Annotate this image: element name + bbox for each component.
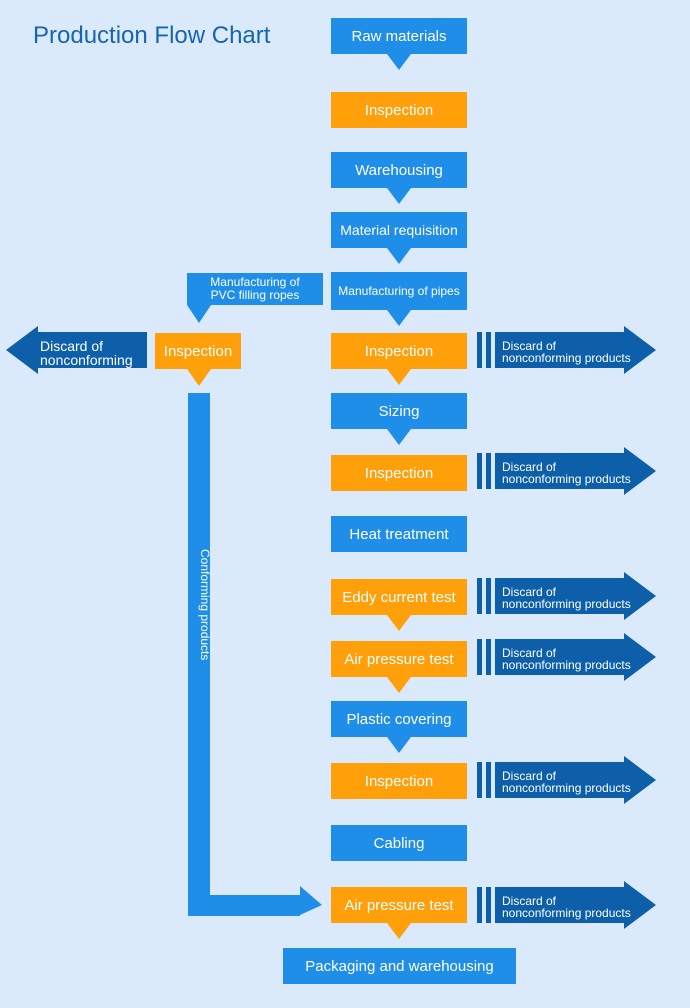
discard-label-line2: nonconforming products — [502, 351, 631, 365]
step-air-pressure-test-1: Air pressure test — [344, 650, 454, 668]
step-box — [331, 18, 467, 70]
step-manufacturing-pipes: Manufacturing of pipes — [338, 284, 460, 298]
discard-label-left: Discard of nonconforming — [40, 339, 133, 367]
step-warehousing: Warehousing — [355, 161, 443, 179]
step-box — [331, 887, 467, 939]
discard-label-line1: Discard of — [502, 339, 557, 353]
discard-label-4: Discard of nonconforming products — [502, 647, 631, 671]
step-heat-treatment: Heat treatment — [349, 525, 449, 543]
step-sizing: Sizing — [378, 402, 420, 420]
discard-arrow — [495, 572, 656, 620]
discard-label-line2: nonconforming products — [502, 597, 631, 611]
step-box — [331, 152, 467, 204]
step-inspection-1: Inspection — [364, 101, 434, 119]
step-box — [331, 579, 467, 631]
step-raw-materials: Raw materials — [351, 27, 447, 45]
step-inspection-4: Inspection — [364, 772, 434, 790]
discard-stripe — [486, 332, 491, 368]
step-inspection-3: Inspection — [364, 464, 434, 482]
step-box — [331, 825, 467, 861]
discard-label-6: Discard of nonconforming products — [502, 895, 631, 919]
discard-label-1: Discard of nonconforming products — [502, 340, 631, 364]
discard-stripe — [486, 762, 491, 798]
discard-label-line1: Discard of — [502, 460, 557, 474]
discard-stripe — [477, 332, 482, 368]
step-box — [331, 92, 467, 128]
step-box — [331, 516, 467, 552]
page-title: Production Flow Chart — [33, 22, 271, 49]
step-eddy-current-test: Eddy current test — [342, 588, 456, 606]
discard-stripe — [486, 887, 491, 923]
step-plastic-covering: Plastic covering — [346, 710, 452, 728]
discard-label-line2: nonconforming products — [502, 658, 631, 672]
side-inspection-box — [155, 333, 241, 386]
step-box-final — [283, 948, 516, 984]
side-manufacturing-box — [187, 273, 323, 323]
discard-stripe — [486, 453, 491, 489]
step-box — [331, 393, 467, 445]
discard-stripe — [477, 578, 482, 614]
step-box — [331, 455, 467, 491]
step-box — [331, 701, 467, 753]
discard-left-line1: Discard of — [40, 338, 104, 354]
discard-stripe — [477, 453, 482, 489]
step-material-requisition: Material requisition — [340, 222, 458, 238]
conforming-path — [188, 393, 322, 916]
step-box — [331, 333, 467, 385]
side-inspection: Inspection — [163, 342, 233, 360]
discard-label-line1: Discard of — [502, 894, 557, 908]
discard-arrow — [495, 881, 656, 929]
discard-arrow — [495, 326, 656, 374]
step-box — [331, 763, 467, 799]
discard-label-line1: Discard of — [502, 585, 557, 599]
discard-arrow — [495, 633, 656, 681]
discard-arrow-left — [6, 326, 147, 374]
step-box — [331, 272, 467, 326]
step-packaging-warehousing: Packaging and warehousing — [305, 957, 494, 975]
discard-label-line2: nonconforming products — [502, 472, 631, 486]
step-box — [331, 212, 467, 264]
side-manufacturing-line2: PVC filling ropes — [210, 288, 300, 302]
discard-label-3: Discard of nonconforming products — [502, 586, 631, 610]
discard-arrow — [495, 447, 656, 495]
discard-stripe — [486, 639, 491, 675]
discard-label-line2: nonconforming products — [502, 781, 631, 795]
discard-label-line1: Discard of — [502, 769, 557, 783]
discard-label-2: Discard of nonconforming products — [502, 461, 631, 485]
discard-stripe — [477, 639, 482, 675]
side-manufacturing-pvc: Manufacturing of PVC filling ropes — [187, 273, 323, 305]
step-box — [331, 641, 467, 693]
discard-label-line2: nonconforming products — [502, 906, 631, 920]
discard-stripe — [486, 578, 491, 614]
discard-left-line2: nonconforming — [40, 352, 133, 368]
step-cabling: Cabling — [373, 834, 425, 852]
discard-stripe — [477, 887, 482, 923]
side-manufacturing-line1: Manufacturing of — [210, 275, 300, 289]
discard-stripe — [477, 762, 482, 798]
discard-arrow — [495, 756, 656, 804]
discard-label-line1: Discard of — [502, 646, 557, 660]
conforming-products-label: Conforming products — [198, 549, 212, 661]
discard-label-5: Discard of nonconforming products — [502, 770, 631, 794]
step-inspection-2: Inspection — [364, 342, 434, 360]
step-air-pressure-test-2: Air pressure test — [344, 896, 454, 914]
